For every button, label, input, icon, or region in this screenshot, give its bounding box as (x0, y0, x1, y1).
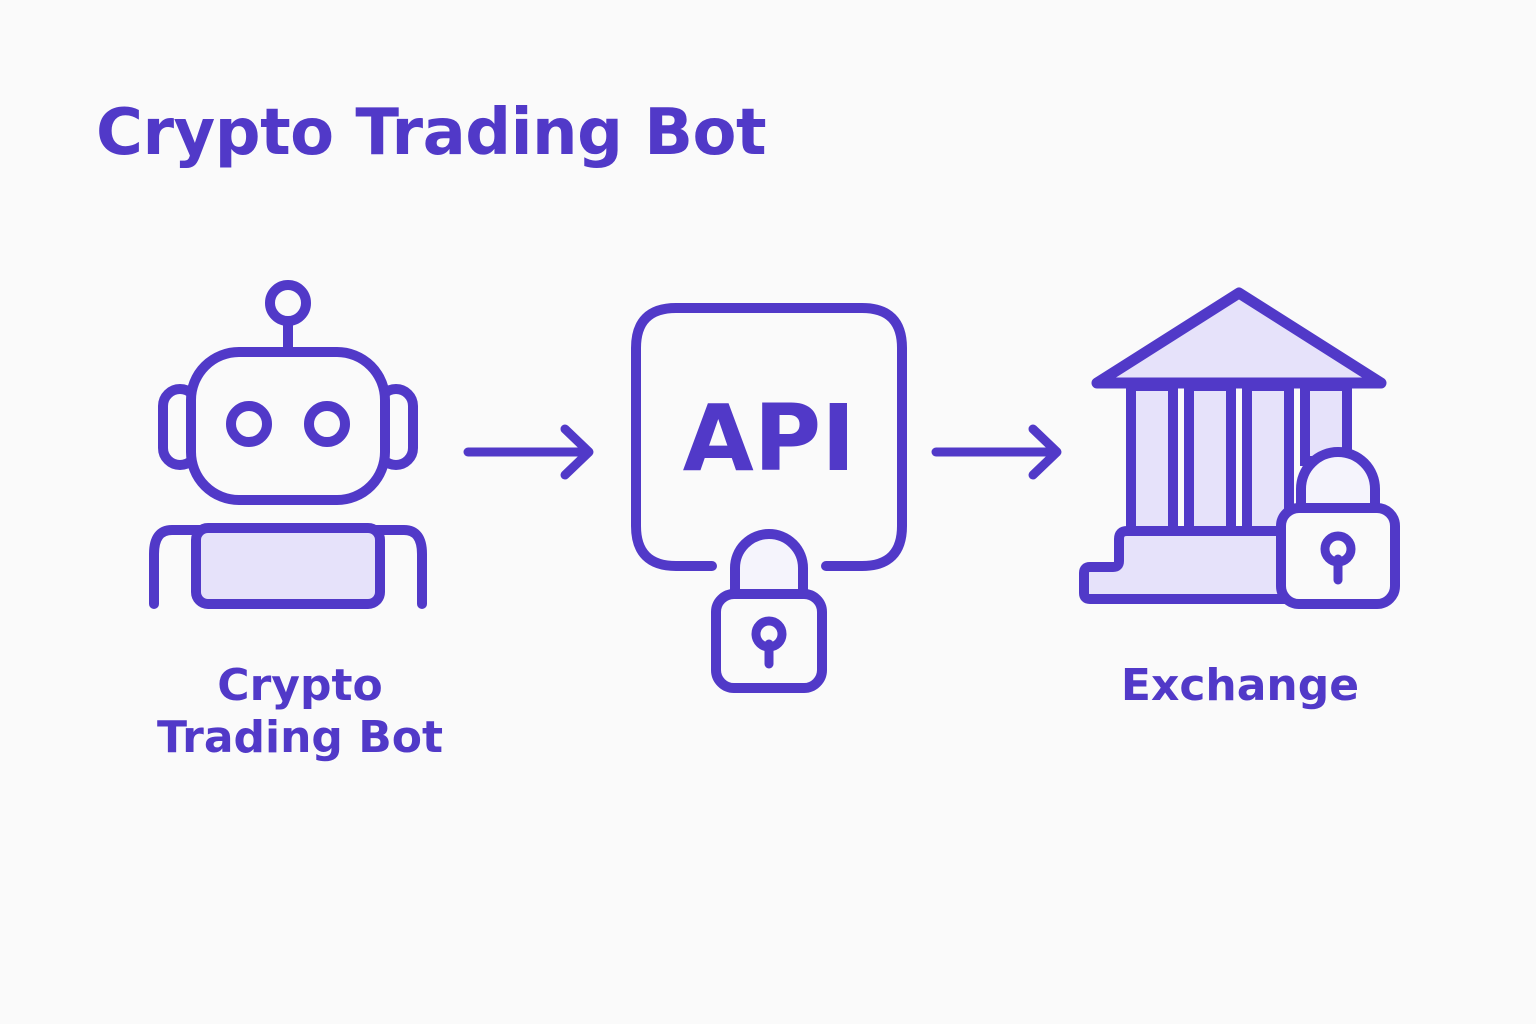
bank-column-3-icon (1242, 381, 1294, 536)
exchange-lock-shackle-icon (1296, 447, 1380, 518)
arrow-right-icon-2 (931, 424, 1062, 480)
arrow-head-icon (1028, 424, 1062, 480)
bank-column-1-icon (1126, 381, 1178, 536)
robot-left-arm-icon (149, 525, 210, 609)
robot-right-eye-icon (304, 401, 350, 447)
robot-right-arm-icon (366, 525, 427, 609)
robot-left-eye-icon (226, 401, 272, 447)
robot-torso-icon (191, 523, 385, 609)
robot-head-icon (186, 347, 390, 505)
arrow-head-icon (560, 424, 594, 480)
bank-column-2-icon (1184, 381, 1236, 536)
api-text: API (683, 385, 856, 492)
arrow-right-icon-1 (463, 424, 594, 480)
bank-with-lock-icon[interactable] (1079, 287, 1400, 609)
page-title: Crypto Trading Bot (96, 96, 767, 170)
robot-icon[interactable] (149, 280, 427, 609)
bank-roof-icon (1091, 287, 1387, 389)
api-box-with-lock-icon[interactable]: API (631, 303, 907, 693)
robot-antenna-bulb-icon (265, 280, 311, 326)
api-box-outline-icon (631, 303, 907, 571)
node-label-exchange: Exchange (1120, 660, 1360, 711)
api-lock-shackle-icon (730, 529, 808, 605)
node-label-crypto-trading-bot: Crypto Trading Bot (156, 660, 444, 763)
